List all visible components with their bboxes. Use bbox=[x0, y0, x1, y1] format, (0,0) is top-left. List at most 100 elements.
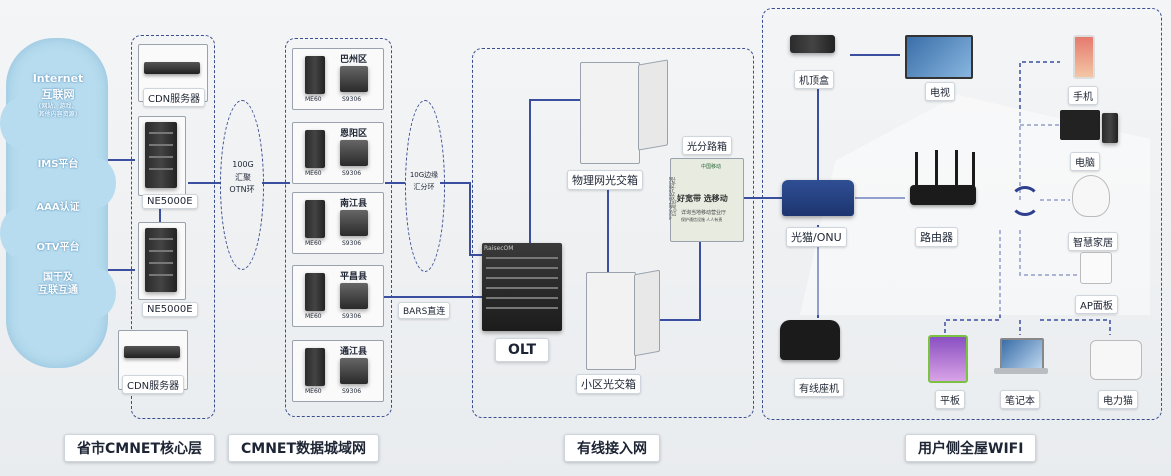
section-title-access: 有线接入网 bbox=[564, 434, 660, 462]
router-label: 路由器 bbox=[915, 227, 958, 247]
internet-sub-1: (网站、游戏、 bbox=[38, 103, 78, 110]
tablet-icon bbox=[928, 335, 968, 383]
me60-router-icon bbox=[305, 130, 325, 168]
s9306-switch-icon bbox=[340, 358, 368, 384]
community-cabinet-door bbox=[634, 269, 660, 357]
core-layer-box bbox=[131, 35, 215, 419]
internet-label-en: Internet bbox=[32, 72, 84, 85]
wifi-link-tablet bbox=[944, 230, 1001, 335]
pc-monitor-icon bbox=[1060, 110, 1100, 140]
ne-router-bottom-icon bbox=[145, 228, 177, 292]
phys-cabinet-icon bbox=[580, 62, 640, 164]
bars-label: BARS直连 bbox=[398, 302, 451, 319]
aaa-label: AAA认证 bbox=[36, 202, 80, 213]
otn-line-1: 100G bbox=[232, 160, 254, 169]
edge-ring bbox=[405, 100, 445, 272]
metro-node-name: 巴州区 bbox=[340, 55, 368, 65]
ne-router-top-icon bbox=[145, 122, 177, 188]
pc-tower-icon bbox=[1102, 113, 1118, 143]
metro-node-name: 恩阳区 bbox=[340, 129, 368, 139]
metro-node-name: 南江县 bbox=[340, 199, 368, 209]
s9306-switch-icon bbox=[340, 283, 368, 309]
pc-label: 电脑 bbox=[1070, 152, 1100, 171]
me60-label: ME60 bbox=[305, 240, 322, 247]
powerline-adapter-icon bbox=[1090, 340, 1142, 380]
internet-cloud bbox=[0, 38, 116, 368]
internet-sub-2: 其他内容资源) bbox=[38, 111, 78, 118]
ne-top-label: NE5000E bbox=[142, 194, 198, 209]
wire-edge-olt bbox=[440, 182, 482, 256]
splitter-box-icon: 中国移动 好宽带 选移动 详询当地移动营业厅 保护通信设施 人人有责 NO.CN… bbox=[669, 158, 744, 242]
olt-label: OLT bbox=[495, 338, 550, 362]
olt-device-icon: RaisecOM bbox=[482, 243, 562, 331]
edge-line-2: 汇分环 bbox=[413, 183, 435, 191]
wire-community-splitter bbox=[660, 240, 701, 321]
splitter-serial: NO.CN.BZ.EYDZHXZXFNWG.OFS1P bbox=[669, 177, 677, 221]
trunk-label-2: 互联互通 bbox=[38, 285, 78, 296]
phone-icon bbox=[1073, 35, 1095, 79]
wifi-link-phone bbox=[1019, 61, 1060, 200]
phys-cabinet-door bbox=[638, 59, 668, 151]
s9306-switch-icon bbox=[340, 140, 368, 166]
community-cabinet-icon bbox=[586, 272, 636, 370]
me60-router-icon bbox=[305, 200, 325, 238]
stb-label: 机顶盒 bbox=[794, 70, 834, 89]
access-layer-box bbox=[472, 48, 754, 418]
olt-brand: RaisecOM bbox=[484, 245, 514, 252]
me60-label: ME60 bbox=[305, 313, 322, 320]
router-icon bbox=[910, 185, 976, 205]
me60-label: ME60 bbox=[305, 96, 322, 103]
s9306-label: S9306 bbox=[342, 96, 362, 103]
me60-router-icon bbox=[305, 56, 325, 94]
otv-label: OTV平台 bbox=[36, 242, 80, 253]
onu-icon bbox=[782, 180, 854, 216]
s9306-switch-icon bbox=[340, 66, 368, 92]
landline-label: 有线座机 bbox=[794, 378, 844, 397]
wifi-link-plc bbox=[1040, 319, 1111, 335]
stb-icon bbox=[790, 35, 835, 53]
splitter-slogan: 好宽带 选移动 bbox=[677, 194, 728, 203]
wifi-link-ap bbox=[1019, 230, 1080, 276]
cdn-bottom-label: CDN服务器 bbox=[122, 375, 185, 394]
cdn-server-bottom-icon bbox=[124, 346, 180, 358]
phys-box-label: 物理网光交箱 bbox=[567, 170, 643, 190]
section-title-metro: CMNET数据城域网 bbox=[228, 434, 380, 462]
me60-router-icon bbox=[305, 273, 325, 311]
ne-bottom-label: NE5000E bbox=[142, 302, 198, 317]
splitter-logo: 中国移动 bbox=[701, 164, 722, 170]
onu-label: 光猫/ONU bbox=[786, 227, 847, 247]
me60-router-icon bbox=[305, 348, 325, 386]
ap-panel-icon bbox=[1080, 252, 1112, 284]
splitter-warning: 保护通信设施 人人有责 bbox=[681, 217, 723, 222]
metro-node-name: 通江县 bbox=[340, 347, 368, 357]
me60-label: ME60 bbox=[305, 170, 322, 177]
tablet-label: 平板 bbox=[935, 390, 965, 409]
internet-label-cn: 互联网 bbox=[41, 88, 75, 101]
laptop-icon bbox=[1000, 338, 1044, 370]
s9306-label: S9306 bbox=[342, 388, 362, 395]
smart-label: 智慧家居 bbox=[1068, 232, 1118, 251]
wifi-layer-box bbox=[762, 8, 1162, 420]
otn-ring bbox=[220, 100, 264, 270]
wifi-signal-icon bbox=[1010, 186, 1040, 216]
ims-label: IMS平台 bbox=[37, 159, 79, 170]
section-title-wifi: 用户侧全屋WIFI bbox=[905, 434, 1037, 462]
splitter-info: 详询当地移动营业厅 bbox=[681, 210, 727, 216]
otn-line-3: OTN环 bbox=[229, 185, 255, 194]
trunk-label-1: 国干及 bbox=[43, 272, 73, 283]
phone-label: 手机 bbox=[1068, 86, 1098, 105]
metro-layer-box bbox=[285, 38, 392, 417]
wire-olt-phys bbox=[529, 99, 580, 243]
me60-label: ME60 bbox=[305, 388, 322, 395]
s9306-label: S9306 bbox=[342, 240, 362, 247]
cdn-top-label: CDN服务器 bbox=[143, 88, 206, 107]
metro-node-name: 平昌县 bbox=[340, 272, 368, 282]
s9306-label: S9306 bbox=[342, 170, 362, 177]
s9306-switch-icon bbox=[340, 210, 368, 236]
tv-label: 电视 bbox=[925, 82, 955, 101]
tv-icon bbox=[905, 35, 973, 79]
otn-line-2: 汇聚 bbox=[235, 173, 251, 182]
community-box-label: 小区光交箱 bbox=[576, 374, 641, 394]
